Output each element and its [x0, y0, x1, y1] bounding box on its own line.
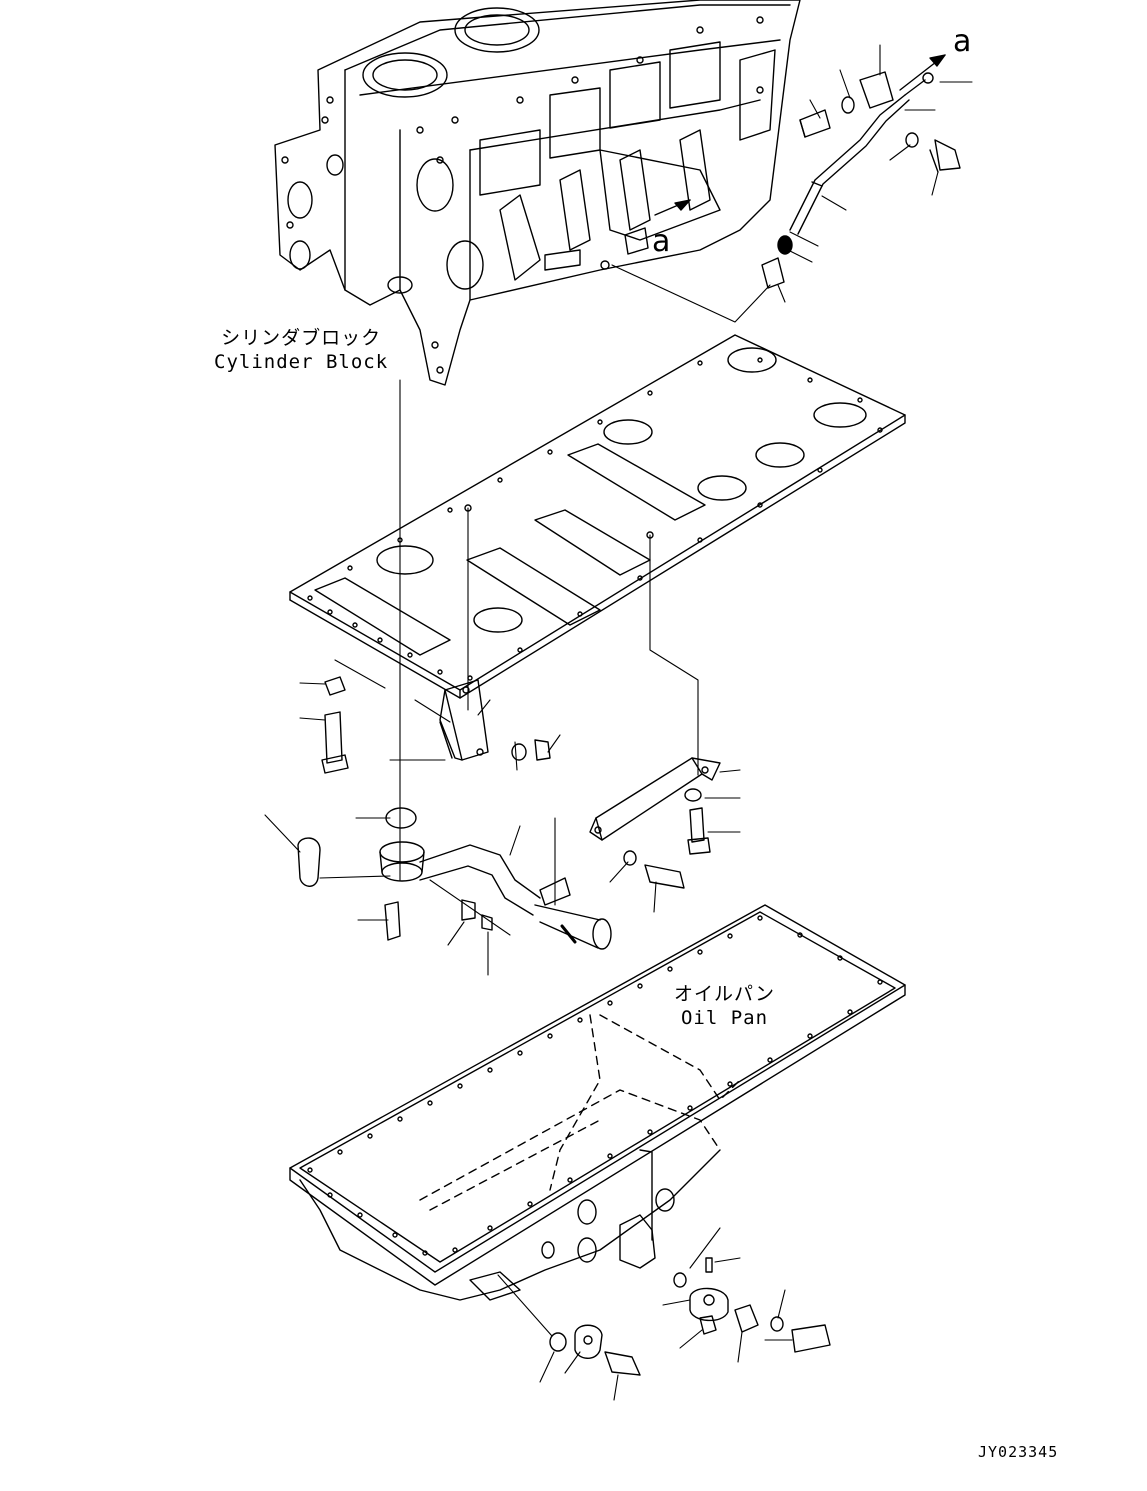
stay-bracket	[589, 757, 721, 841]
leader-lines-parts	[264, 682, 741, 976]
oil-pan-label: オイルパン Oil Pan	[674, 982, 775, 1030]
cylinder-block-label-en: Cylinder Block	[214, 351, 389, 373]
reference-marker-a-block: a	[652, 224, 671, 259]
cylinder-block-label: シリンダブロック Cylinder Block	[214, 326, 388, 374]
oil-pan-label-en: Oil Pan	[680, 1007, 769, 1029]
suction-pipe	[379, 841, 612, 950]
gasket	[289, 334, 906, 699]
oil-pan	[289, 904, 906, 1301]
dipstick-assembly	[761, 54, 961, 289]
leader-lines-mid	[334, 379, 699, 881]
leader-lines-top	[611, 44, 973, 323]
drain-fittings	[549, 1257, 831, 1376]
drawing-code: JY023345	[978, 1443, 1059, 1461]
oil-pan-label-jp: オイルパン	[674, 983, 775, 1005]
cylinder-block	[274, 0, 801, 386]
reference-marker-a-top: a	[953, 24, 972, 59]
leader-lines-bottom	[497, 1227, 793, 1401]
bracket	[439, 679, 489, 761]
mid-fasteners	[297, 676, 711, 941]
cylinder-block-label-jp: シリンダブロック	[221, 327, 382, 349]
